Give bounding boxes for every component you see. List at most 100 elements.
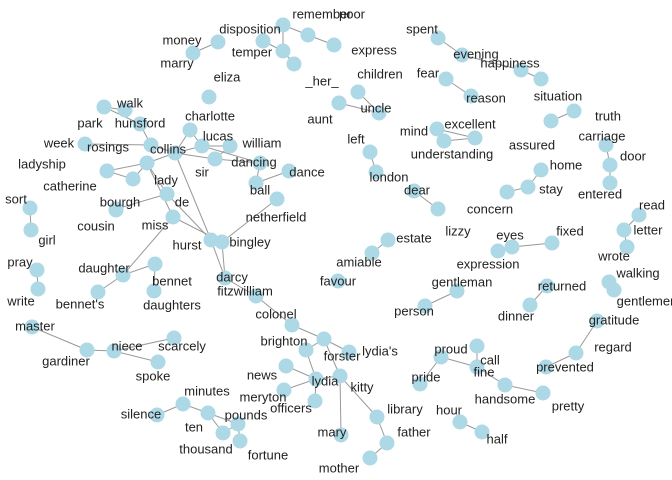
node-fitzwilliam — [248, 288, 264, 304]
node-poor — [300, 27, 316, 43]
node-bennet — [147, 256, 163, 272]
label-daughters: daughters — [143, 297, 201, 312]
node-evening — [454, 47, 470, 63]
label-colonel: colonel — [255, 306, 296, 321]
label-bingley: bingley — [229, 234, 271, 249]
label-netherfield: netherfield — [246, 209, 307, 224]
node-disposition — [255, 33, 271, 49]
label-kitty: kitty — [350, 379, 374, 394]
node-sort — [22, 200, 38, 216]
label-home: home — [550, 157, 583, 172]
node-charlotte — [182, 122, 198, 138]
label-returned: returned — [538, 278, 586, 293]
label-left: left — [347, 131, 365, 146]
node-dancing — [252, 155, 268, 171]
node-hunsford — [132, 116, 148, 132]
edge-evening-happiness — [461, 54, 522, 71]
label-aunt: aunt — [307, 111, 333, 126]
label-eyes: eyes — [496, 227, 524, 242]
label-gratitude: gratitude — [589, 312, 640, 327]
node-situation — [533, 71, 549, 87]
node-marry — [185, 45, 201, 61]
node-lady — [139, 155, 155, 171]
label-estate: estate — [396, 230, 431, 245]
label-sort: sort — [5, 191, 27, 206]
label-park: park — [77, 115, 103, 130]
node-handsome — [497, 377, 513, 393]
node-regard — [568, 345, 584, 361]
label-happiness: happiness — [480, 55, 540, 70]
node-pray — [29, 262, 45, 278]
label-evening: evening — [453, 46, 499, 61]
label-truth: truth — [595, 108, 621, 123]
node-pretty — [535, 385, 551, 401]
label-reason: reason — [466, 90, 506, 105]
label-temper: temper — [232, 44, 273, 59]
node-uncle — [371, 105, 387, 121]
node-call — [469, 338, 485, 354]
node-write — [30, 281, 46, 297]
label-lydias: lydia's — [362, 343, 398, 358]
node-concern — [499, 184, 515, 200]
label-hurst: hurst — [173, 237, 202, 252]
node-left — [362, 144, 378, 160]
label-favour: favour — [320, 273, 357, 288]
node-favour — [330, 273, 346, 289]
label-children: children — [357, 66, 403, 81]
label-call: call — [480, 352, 500, 367]
label-pride: pride — [412, 369, 441, 384]
edge-de-hurst — [166, 193, 212, 241]
node-de — [159, 186, 175, 202]
node-lydia — [308, 371, 324, 387]
label-news: news — [247, 367, 278, 382]
label-marry: marry — [160, 55, 194, 70]
node-estate — [380, 232, 396, 248]
node-fear — [438, 71, 454, 87]
label-london: london — [369, 169, 408, 184]
label-meryton: meryton — [240, 389, 287, 404]
label-ball: ball — [250, 182, 270, 197]
label-forster: forster — [324, 348, 362, 363]
label-concern: concern — [467, 201, 513, 216]
label-rosings: rosings — [87, 139, 129, 154]
label-bennet: bennet — [152, 273, 192, 288]
node-silence — [149, 407, 165, 423]
label-uncle: uncle — [360, 100, 391, 115]
label-fitzwilliam: fitzwilliam — [217, 283, 273, 298]
label-master: master — [15, 318, 55, 333]
node-news — [278, 358, 294, 374]
label-lydia: lydia — [312, 373, 340, 388]
node-letter — [616, 222, 632, 238]
node-express — [326, 37, 342, 53]
label-fortune: fortune — [248, 447, 288, 462]
label-remember: remember — [292, 6, 352, 21]
label-walking: walking — [615, 265, 659, 280]
node-gratitude — [589, 313, 605, 329]
node-person — [417, 298, 433, 314]
label-pray: pray — [7, 254, 33, 269]
node-pride — [412, 376, 428, 392]
label-dance: dance — [289, 164, 324, 179]
node-sir — [207, 151, 223, 167]
label-bourgh: bourgh — [100, 194, 140, 209]
edge-bingley-netherfield — [221, 198, 278, 243]
node-darcy — [217, 270, 233, 286]
node-happiness — [513, 62, 529, 78]
node-ball — [248, 175, 264, 191]
node-forster — [316, 331, 332, 347]
label-regard: regard — [594, 339, 632, 354]
label-mother: mother — [319, 460, 360, 475]
label-stay: stay — [539, 181, 563, 196]
node-children — [350, 84, 366, 100]
edge-niece-spoke — [113, 350, 159, 363]
node-entered — [602, 175, 618, 191]
label-darcy: darcy — [216, 269, 248, 284]
label-understanding: understanding — [411, 146, 493, 161]
label-fear: fear — [417, 65, 440, 80]
label-poor: poor — [339, 6, 366, 21]
node-temper — [275, 43, 291, 59]
label-library: library — [387, 401, 423, 416]
node-mary — [333, 427, 349, 443]
node-william — [222, 138, 238, 154]
label-disposition: disposition — [219, 21, 280, 36]
